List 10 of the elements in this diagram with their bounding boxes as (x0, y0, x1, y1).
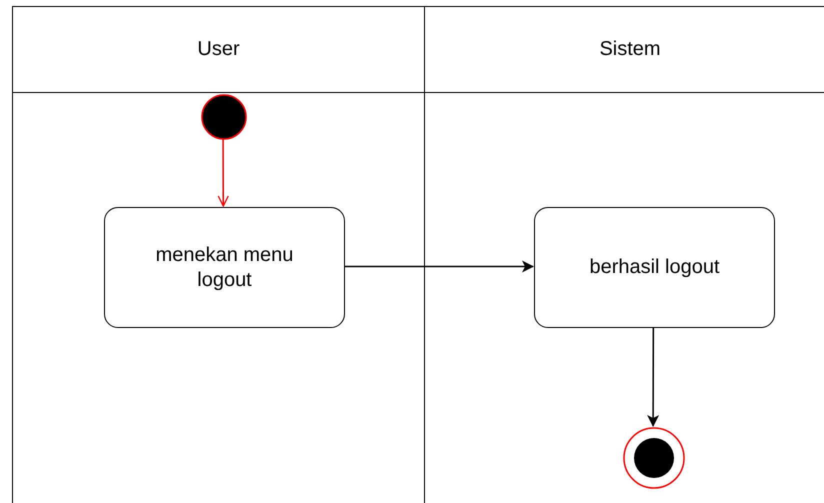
arrow (647, 327, 660, 427)
lane-title: User (197, 38, 240, 61)
arrow (218, 139, 229, 207)
action-box (534, 207, 775, 328)
arrow (344, 260, 534, 272)
action-text: berhasil logout (589, 255, 720, 280)
swimlane (12, 6, 425, 503)
action-box (104, 207, 345, 328)
lane-title: Sistem (599, 38, 661, 61)
action-text: menekan menu logout (154, 242, 294, 292)
